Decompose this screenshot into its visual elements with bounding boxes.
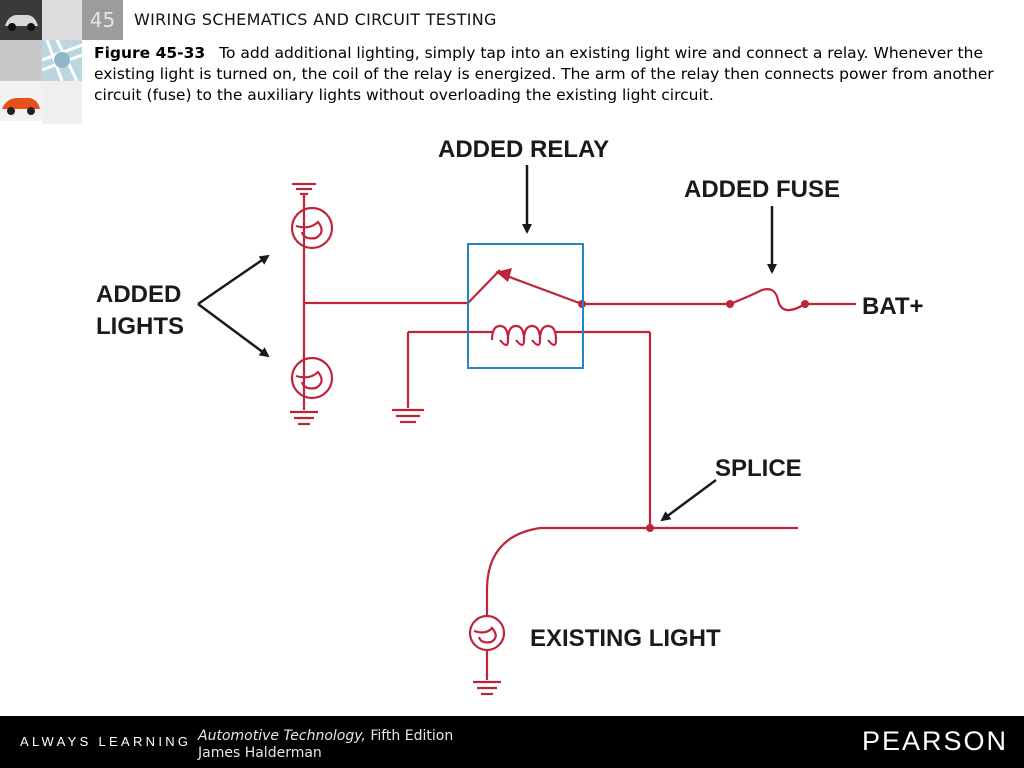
book-edition: Fifth Edition: [370, 728, 454, 744]
arrow-splice-icon: [660, 478, 717, 522]
added-light-bulb-top-icon: [290, 206, 334, 250]
pointer-arrows: [197, 165, 777, 522]
book-title: Automotive Technology,: [198, 728, 366, 744]
wires: [290, 182, 856, 696]
label-added-lights-1: ADDED: [96, 281, 181, 308]
sports-car-thumbnail-icon: [0, 81, 42, 121]
relay-coil-icon: [490, 324, 558, 347]
abstract-thumbnail-icon: [42, 40, 82, 81]
label-added-fuse: ADDED FUSE: [684, 176, 840, 203]
thumbnail-grey: [0, 40, 42, 81]
label-splice: SPLICE: [715, 455, 802, 482]
label-bat-plus: BAT+: [862, 293, 924, 320]
added-light-bulb-bottom-icon: [290, 356, 334, 400]
chapter-title: WIRING SCHEMATICS AND CIRCUIT TESTING: [134, 10, 497, 29]
book-author: James Halderman: [198, 745, 322, 761]
label-added-lights-2: LIGHTS: [96, 313, 184, 340]
label-added-relay: ADDED RELAY: [438, 136, 609, 163]
book-info: Automotive Technology, Fifth Edition Jam…: [198, 728, 453, 762]
caption-text: To add additional lighting, simply tap i…: [94, 44, 994, 104]
thumbnail-grey-2: [42, 0, 82, 40]
arrow-light-top-icon: [197, 254, 270, 306]
label-existing-light: EXISTING LIGHT: [530, 625, 721, 652]
fuse-symbol: [729, 288, 806, 312]
footer-bar: ALWAYS LEARNING Automotive Technology, F…: [0, 716, 1024, 768]
always-learning-text: ALWAYS LEARNING: [20, 734, 192, 749]
header-thumbnails: [0, 0, 42, 124]
pearson-logo: PEARSON: [861, 726, 1008, 756]
existing-light-bulb-icon: [468, 614, 506, 652]
figure-label: Figure 45-33: [94, 44, 206, 62]
car-thumbnail-icon: [0, 0, 42, 40]
arrow-light-bottom-icon: [197, 302, 270, 358]
chapter-number: 45: [82, 0, 123, 40]
wiring-diagram: ADDED RELAY ADDED FUSE BAT+ ADDED LIGHTS…: [96, 136, 924, 696]
relay-box: [467, 243, 584, 369]
thumbnail-grey-3: [42, 81, 82, 124]
